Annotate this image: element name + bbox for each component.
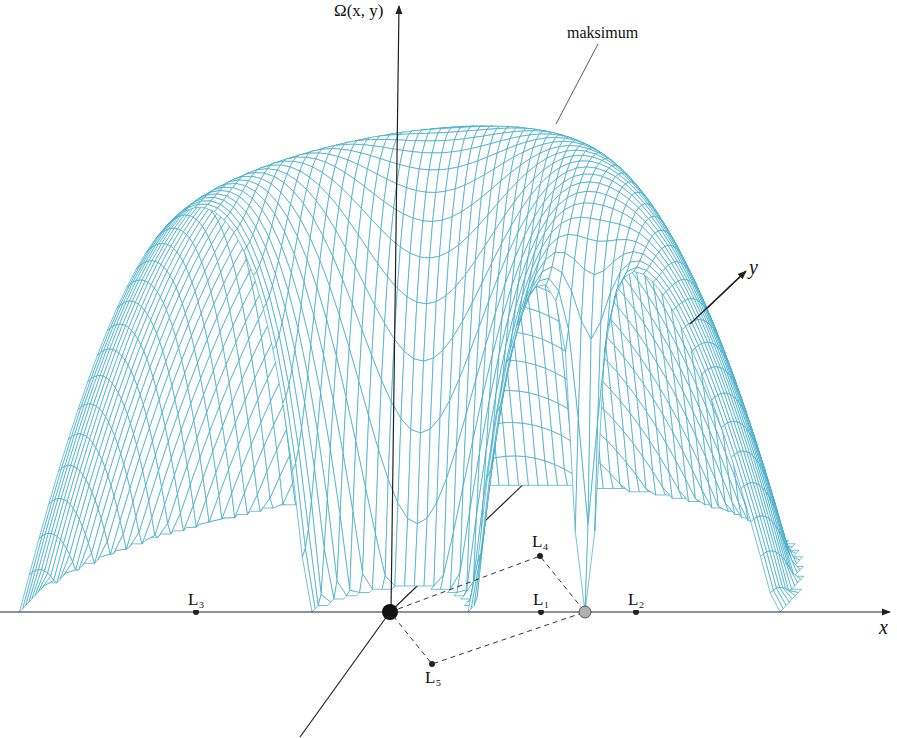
y-axis-back xyxy=(390,272,745,612)
surface-mesh xyxy=(20,126,804,612)
mesh-cell xyxy=(382,576,395,589)
mesh-cell xyxy=(347,590,360,595)
mesh-cell xyxy=(372,534,385,589)
mesh-cell xyxy=(360,574,373,593)
mesh-cell xyxy=(350,512,363,593)
